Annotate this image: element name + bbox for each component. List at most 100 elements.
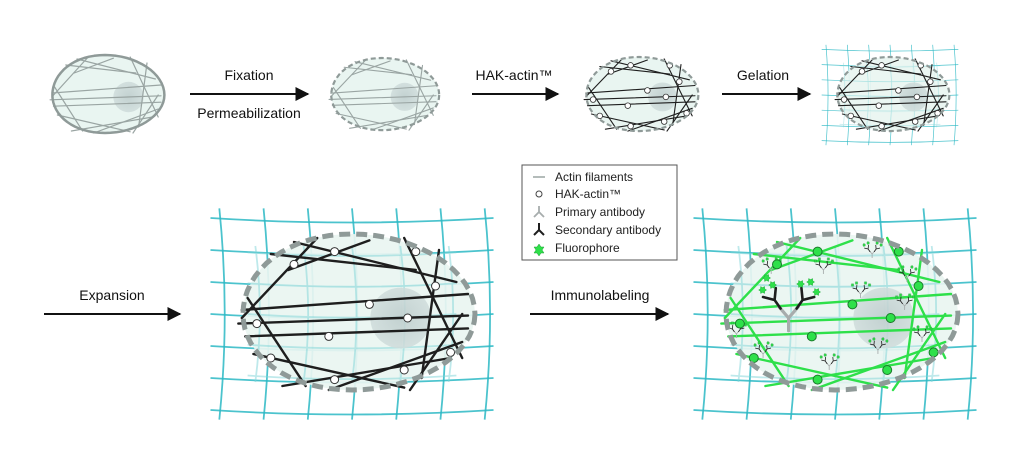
actin-filament xyxy=(586,101,696,107)
fluorophore xyxy=(812,288,821,296)
fluorophore xyxy=(768,281,777,289)
gel-mesh-line xyxy=(821,140,959,143)
fluorophore xyxy=(806,278,815,286)
actin-filament xyxy=(351,60,391,76)
hak-actin-marker xyxy=(840,96,848,103)
fluorophore xyxy=(762,274,771,282)
cell-gelated xyxy=(821,44,959,146)
hak-actin-marker xyxy=(644,87,651,94)
actin-filament xyxy=(810,340,947,392)
secondary-antibody xyxy=(864,244,871,253)
secondary-antibody xyxy=(815,260,822,269)
actin-filament xyxy=(607,59,648,75)
antibody-cluster xyxy=(753,341,775,359)
fluorophore xyxy=(929,327,933,331)
fluorophore xyxy=(836,355,841,359)
gel-mesh-line xyxy=(247,374,457,381)
hak-actin-marker xyxy=(878,62,885,69)
fluorophore xyxy=(907,293,912,297)
hak-actin-marker xyxy=(403,313,413,323)
actin-filament xyxy=(861,60,941,81)
fluorophore xyxy=(830,259,835,263)
antibody-complex-large xyxy=(758,274,821,333)
primary-antibody-icon xyxy=(533,206,545,218)
secondary-antibody xyxy=(879,340,886,349)
fluorophore-icon xyxy=(533,243,545,257)
hak-actin-marker xyxy=(266,353,276,363)
actin-filament xyxy=(332,87,361,129)
hak-actin-markers xyxy=(840,62,941,130)
hak-actin-marker xyxy=(847,112,854,120)
hak-actin-marker xyxy=(330,375,340,385)
fluorophore xyxy=(900,265,905,269)
hak-actin-marker xyxy=(589,96,597,103)
actin-filament xyxy=(52,101,162,107)
actin-filament xyxy=(252,352,406,389)
fluorophore xyxy=(862,243,867,247)
actin-filament xyxy=(850,65,922,75)
actin-filament xyxy=(775,240,941,284)
fluorophore xyxy=(757,341,762,345)
secondary-antibody xyxy=(869,340,877,349)
fluorophore xyxy=(730,321,735,325)
hak-actin-marker xyxy=(596,112,603,120)
actin-filament xyxy=(354,61,432,81)
actin-filament xyxy=(331,101,437,106)
actin-filament xyxy=(839,86,869,130)
secondary-antibody xyxy=(906,296,913,305)
legend-label: Primary antibody xyxy=(555,205,645,219)
actin-filament xyxy=(764,356,935,388)
cell-membrane xyxy=(330,56,441,132)
label-gelation: Gelation xyxy=(737,67,789,83)
actin-filament xyxy=(240,292,470,312)
gel-mesh-line xyxy=(693,217,977,224)
hak-actin-marker xyxy=(624,102,631,109)
hak-actin-marker xyxy=(748,353,759,363)
actin-filament xyxy=(73,57,115,74)
hak-actin-marker xyxy=(913,281,924,291)
secondary-antibody xyxy=(896,296,903,305)
actin-filament xyxy=(343,66,413,76)
actin-filament xyxy=(858,59,899,75)
gel-mesh-line xyxy=(247,343,457,350)
hak-actin-marker xyxy=(885,313,896,323)
actin-filament xyxy=(76,58,156,80)
secondary-antibody xyxy=(825,260,832,269)
cell-membrane xyxy=(723,231,961,393)
actin-filament xyxy=(65,64,137,74)
secondary-antibody xyxy=(830,356,838,365)
gel-mesh-line xyxy=(839,123,941,126)
secondary-antibody xyxy=(852,284,859,293)
secondary-antibody-icon xyxy=(533,223,545,236)
cell-expanded xyxy=(210,208,494,420)
actin-filament xyxy=(70,116,154,132)
fluorophore xyxy=(826,257,831,261)
gel-mesh-line xyxy=(302,245,310,383)
gel-mesh-line xyxy=(821,49,959,52)
actin-filament xyxy=(269,252,417,272)
fluorophore xyxy=(925,325,929,329)
fluorophore xyxy=(813,259,818,263)
hak-actin-marker xyxy=(772,259,782,270)
secondary-antibody xyxy=(873,244,881,253)
hak-actin-marker xyxy=(812,246,823,257)
actin-filament xyxy=(599,65,671,75)
secondary-antibody xyxy=(763,260,770,269)
cell-membrane xyxy=(836,55,951,133)
fluorophore xyxy=(898,293,903,297)
fluorophore xyxy=(753,343,758,347)
actin-filament xyxy=(335,112,407,130)
actin-filament xyxy=(585,58,623,98)
antibody-cluster xyxy=(819,353,841,371)
antibody-cluster xyxy=(813,257,835,275)
actin-filament xyxy=(53,86,84,132)
hak-actin-marker xyxy=(927,78,934,85)
antibody-cluster xyxy=(862,241,884,259)
cell-immunolabeled xyxy=(693,208,977,420)
hak-actin-marker xyxy=(364,299,374,309)
hak-actin-marker xyxy=(324,331,334,341)
fluorophore xyxy=(817,257,822,261)
gel-mesh-line xyxy=(730,374,940,381)
legend-item-fluorophore: Fluorophore xyxy=(533,241,620,257)
